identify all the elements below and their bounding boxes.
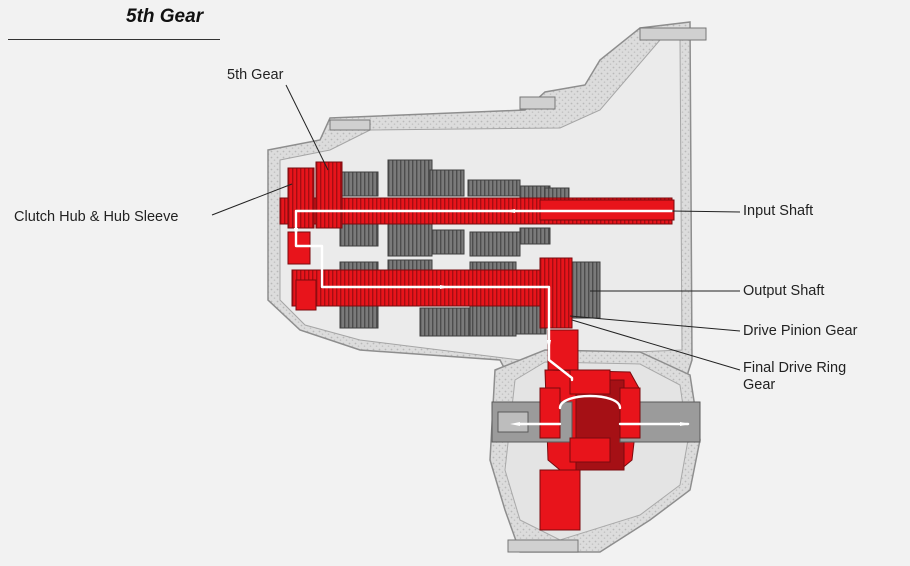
flow-arrowheads xyxy=(294,209,690,426)
title-underline xyxy=(8,39,220,40)
power-flow-path xyxy=(294,209,690,426)
label-output-shaft: Output Shaft xyxy=(743,283,825,299)
gray-gear-sets xyxy=(339,159,601,337)
case-bolts xyxy=(329,27,707,553)
differential-gears xyxy=(539,369,641,463)
label-clutch-hub: Clutch Hub & Hub Sleeve xyxy=(14,209,179,225)
label-drive-pinion-gear: Drive Pinion Gear xyxy=(743,323,858,339)
label-input-shaft: Input Shaft xyxy=(743,203,814,219)
label-final-drive-ring-gear: Final Drive Ring Gear xyxy=(743,360,847,393)
diagram-title: 5th Gear xyxy=(126,6,204,27)
label-5th-gear: 5th Gear xyxy=(227,67,284,83)
leader-lines xyxy=(211,84,741,371)
fifth-gear-and-clutch-hub xyxy=(287,161,343,265)
